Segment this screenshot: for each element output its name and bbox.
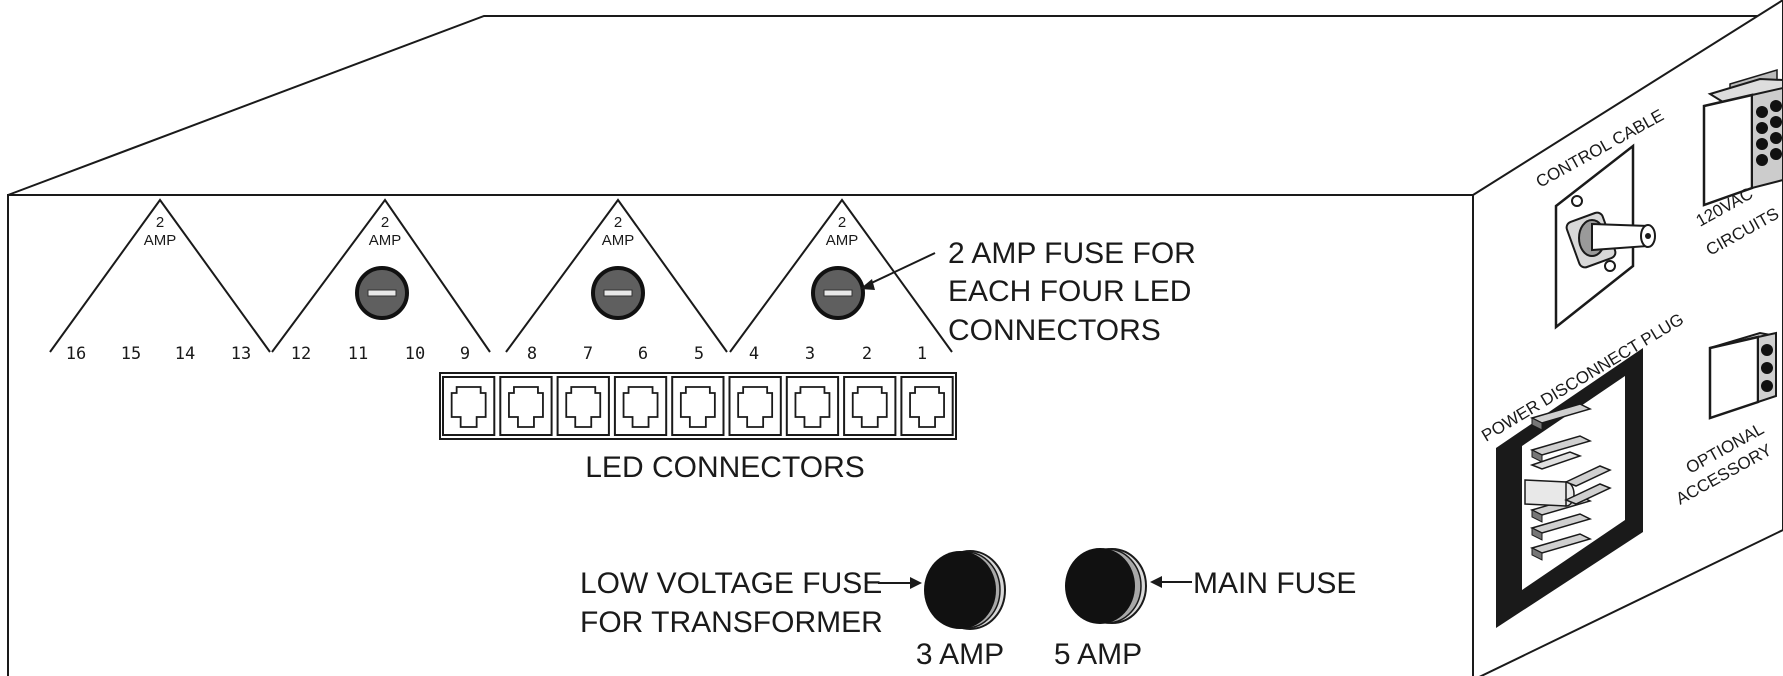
led-connector-jack[interactable]: [556, 376, 610, 436]
led-connectors-label: LED CONNECTORS: [585, 451, 865, 484]
fuse-group-3: 2 AMP: [505, 198, 728, 353]
connector-number: 10: [405, 344, 425, 364]
led-fuse-callout-line-2: EACH FOUR LED: [948, 275, 1191, 308]
low-voltage-fuse-label-line-2: FOR TRANSFORMER: [580, 606, 883, 639]
main-fuse-holder[interactable]: [1065, 548, 1147, 624]
main-fuse-label: MAIN FUSE: [1193, 567, 1356, 600]
led-fuse-callout: 2 AMP FUSE FOR EACH FOUR LED CONNECTORS: [860, 237, 1196, 347]
connector-numbers: 16 15 14 13 12 11 10 9 8 7 6 5 4 3 2 1: [66, 344, 927, 364]
connector-number: 4: [749, 344, 759, 364]
connector-number: 2: [862, 344, 872, 364]
led-connector-jack[interactable]: [671, 376, 725, 436]
fuse-group-2-amp-value: 2: [381, 214, 389, 231]
connector-number: 3: [805, 344, 815, 364]
led-connector-jack[interactable]: [728, 376, 782, 436]
low-voltage-fuse-rating: 3 AMP: [916, 638, 1004, 671]
led-connector-jack[interactable]: [785, 376, 840, 436]
low-voltage-fuse-holder[interactable]: [924, 550, 1006, 630]
led-connector-jack[interactable]: [900, 376, 954, 436]
led-connector-jack[interactable]: [843, 376, 897, 436]
connector-number: 16: [66, 344, 86, 364]
connector-number: 14: [175, 344, 195, 364]
fuse-group-1-amp-unit: AMP: [144, 232, 177, 249]
led-fuse-callout-line-3: CONNECTORS: [948, 314, 1161, 347]
fuse-knob-group-3[interactable]: [591, 266, 645, 320]
led-connector-jack[interactable]: [613, 376, 668, 436]
led-connector-strip: [439, 372, 957, 440]
fuse-group-4-amp-unit: AMP: [826, 232, 859, 249]
fuse-group-4: 2 AMP: [729, 198, 953, 353]
connector-number: 5: [694, 344, 704, 364]
led-fuse-callout-line-1: 2 AMP FUSE FOR: [948, 237, 1196, 270]
connector-number: 8: [527, 344, 537, 364]
connector-number: 1: [917, 344, 927, 364]
control-cable-connector[interactable]: [1554, 143, 1656, 330]
connector-number: 12: [291, 344, 311, 364]
fuse-group-2-amp-unit: AMP: [369, 232, 402, 249]
low-voltage-fuse-label-line-1: LOW VOLTAGE FUSE: [580, 567, 882, 600]
fuse-group-1: 2 AMP: [49, 198, 271, 353]
connector-number: 9: [460, 344, 470, 364]
connector-number: 13: [231, 344, 251, 364]
accessory-connector[interactable]: [1708, 331, 1777, 420]
led-connector-jack[interactable]: [442, 376, 496, 436]
main-fuse-rating: 5 AMP: [1054, 638, 1142, 671]
fuse-group-4-amp-value: 2: [838, 214, 846, 231]
power-disconnect-plug[interactable]: [1496, 348, 1643, 628]
fuse-group-1-amp-value: 2: [156, 214, 164, 231]
fuse-group-3-amp-unit: AMP: [602, 232, 635, 249]
connector-number: 6: [638, 344, 648, 364]
connector-number: 15: [121, 344, 141, 364]
fuse-group-3-amp-value: 2: [614, 214, 622, 231]
fuse-knob-group-4[interactable]: [811, 266, 865, 320]
circuits-connector[interactable]: [1702, 68, 1783, 207]
connector-number: 11: [348, 344, 368, 364]
led-connector-jack[interactable]: [499, 376, 553, 436]
connector-number: 7: [583, 344, 593, 364]
fuse-knob-group-2[interactable]: [355, 266, 409, 320]
fuse-group-2: 2 AMP: [271, 198, 491, 353]
